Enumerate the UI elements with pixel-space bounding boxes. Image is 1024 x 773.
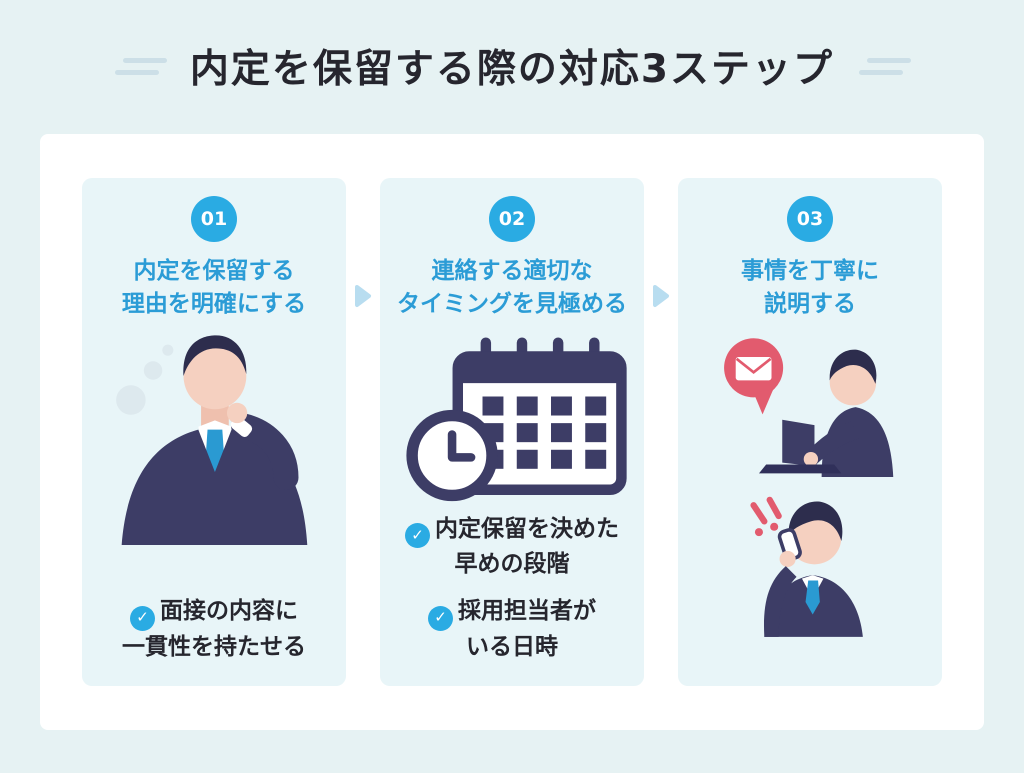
head <box>829 359 877 406</box>
chevron-right-icon <box>355 285 371 307</box>
step-2-heading-line1: 連絡する適切な <box>431 258 593 284</box>
checklist-text-line1: 採用担当者が <box>458 598 596 625</box>
step-arrow-2 <box>650 178 672 686</box>
suit <box>121 429 308 546</box>
checklist-text-line1: 内定保留を決めた <box>435 515 619 542</box>
checklist-text-line2: 一貫性を持たせる <box>122 633 306 660</box>
checklist-item: ✓採用担当者が いる日時 <box>392 595 632 664</box>
hair <box>829 349 877 385</box>
phone-call-icon <box>750 497 863 638</box>
step-3-heading-line2: 説明する <box>764 290 856 317</box>
checklist-text-line2: いる日時 <box>466 633 558 660</box>
hair <box>788 501 843 542</box>
step-1-heading-line2: 理由を明確にする <box>121 290 307 317</box>
person-at-laptop <box>758 349 894 478</box>
mail-speech-bubble-icon <box>724 338 784 415</box>
arm <box>803 421 862 467</box>
content-card: 01 内定を保留する 理由を明確にする <box>40 134 984 730</box>
step-arrow-1 <box>352 178 374 686</box>
head <box>183 343 247 410</box>
page-title: 内定を保留する際の対応3ステップ <box>189 47 835 92</box>
check-icon: ✓ <box>428 605 453 631</box>
alert-marks-icon <box>750 497 782 537</box>
checklist-text-line1: 面接の内容に <box>160 598 298 625</box>
step-3-heading-line1: 事情を丁寧に <box>741 258 879 284</box>
step-1-number-badge: 01 <box>191 196 237 242</box>
chevron-right-icon <box>653 285 669 307</box>
step-2-heading: 連絡する適切な タイミングを見極める <box>397 255 627 320</box>
clock-icon <box>406 410 498 502</box>
step-3-panel: 03 事情を丁寧に 説明する <box>678 178 942 686</box>
step-2-panel: 02 連絡する適切な タイミングを見極める <box>380 178 644 686</box>
title-decoration-right-icon <box>859 57 912 75</box>
step-3-heading: 事情を丁寧に 説明する <box>741 255 879 320</box>
hand <box>779 551 796 568</box>
title-decoration-left-icon <box>114 57 167 75</box>
step-1-heading-line1: 内定を保留する <box>133 258 295 284</box>
laptop-base <box>758 464 842 474</box>
title-row: 内定を保留する際の対応3ステップ <box>0 0 1024 94</box>
check-icon: ✓ <box>405 522 430 548</box>
step-2-heading-line2: タイミングを見極める <box>397 290 627 317</box>
thought-bubbles-icon <box>116 344 174 416</box>
thinking-businessman-icon <box>116 335 308 546</box>
step-2-number-badge: 02 <box>489 196 535 242</box>
email-laptop-illustration <box>707 332 913 478</box>
step-1-panel: 01 内定を保留する 理由を明確にする <box>82 178 346 686</box>
email-laptop-icon <box>724 338 894 478</box>
calendar-clock-icon <box>406 337 627 502</box>
body <box>821 407 894 478</box>
arm <box>763 566 797 638</box>
hair <box>183 335 247 377</box>
person-on-phone <box>763 501 863 638</box>
hand <box>226 403 248 424</box>
checklist-item: ✓内定保留を決めた 早めの段階 <box>392 513 632 582</box>
phone-call-illustration <box>707 489 913 638</box>
calendar-clock-illustration <box>393 328 631 504</box>
hand <box>803 452 819 467</box>
checklist-item: ✓面接の内容に 一貫性を持たせる <box>94 595 334 664</box>
step-1-checklist: ✓面接の内容に 一貫性を持たせる <box>94 595 334 664</box>
step-3-number-badge: 03 <box>787 196 833 242</box>
check-icon: ✓ <box>130 605 155 631</box>
step-2-checklist: ✓内定保留を決めた 早めの段階 ✓採用担当者が いる日時 <box>392 513 632 664</box>
thinking-businessman-illustration <box>103 328 325 546</box>
checklist-text-line2: 早めの段階 <box>454 550 570 577</box>
step-1-heading: 内定を保留する 理由を明確にする <box>122 255 306 320</box>
tie <box>805 580 820 615</box>
